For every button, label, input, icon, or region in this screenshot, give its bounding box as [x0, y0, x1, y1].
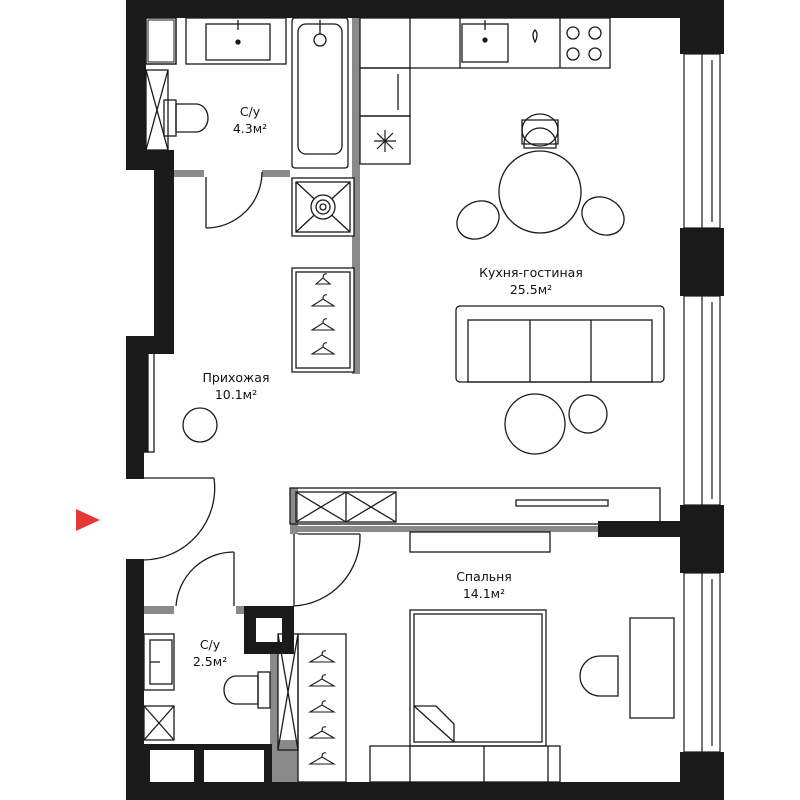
- windows: [683, 53, 721, 753]
- bedroom-door: [293, 533, 361, 607]
- room-area: 4.3м²: [232, 121, 268, 136]
- room-area: 2.5м²: [192, 654, 228, 669]
- outer-walls: [126, 0, 724, 800]
- room-name: Спальня: [456, 569, 512, 584]
- kitchen-living: [289, 17, 665, 525]
- wardrobe-2: [277, 633, 347, 783]
- room-label-bath1: С/у 4.3м²: [233, 103, 267, 137]
- bathroom-1: [145, 17, 349, 229]
- room-name: С/у: [199, 637, 221, 652]
- room-name: С/у: [239, 104, 261, 119]
- room-area: 14.1м²: [462, 586, 506, 601]
- hanger-icon: [307, 650, 337, 765]
- interior-walls: [144, 17, 598, 782]
- bedroom: [369, 531, 675, 783]
- room-area: 25.5м²: [509, 282, 553, 297]
- bathroom-2: [143, 551, 271, 741]
- snowflake-icon: [374, 130, 396, 152]
- room-label-kitchen-living: Кухня-гостиная 25.5м²: [479, 264, 583, 298]
- room-label-bath2: С/у 2.5м²: [193, 636, 227, 670]
- room-area: 10.1м²: [214, 387, 258, 402]
- room-name: Кухня-гостиная: [479, 265, 583, 280]
- room-label-bedroom: Спальня 14.1м²: [456, 568, 512, 602]
- entry-arrow: [76, 509, 100, 531]
- room-label-hall: Прихожая 10.1м²: [203, 369, 270, 403]
- room-name: Прихожая: [202, 370, 270, 385]
- hanger-icon: [310, 273, 336, 355]
